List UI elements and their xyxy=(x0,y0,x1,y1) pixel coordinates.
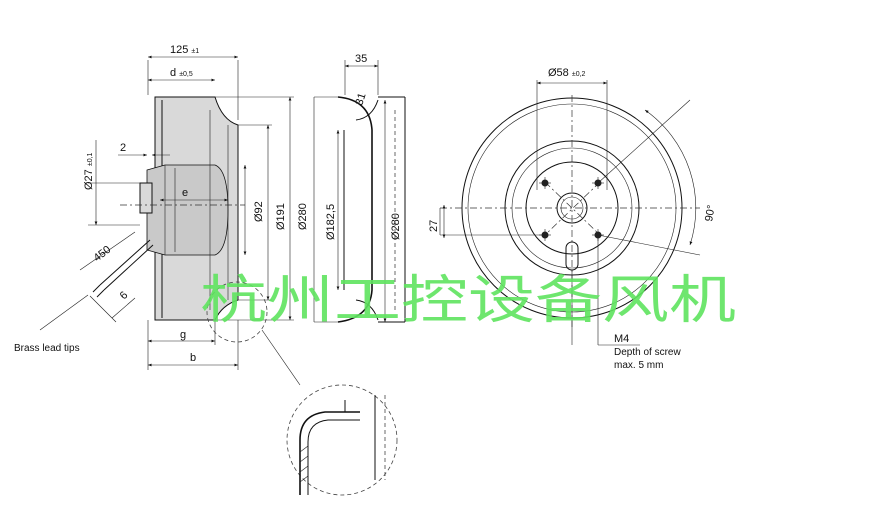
section-view-labels: 35 31 Ø182,5 Ø280 xyxy=(325,53,402,240)
brass-lead-tips-note: Brass lead tips xyxy=(14,343,80,354)
screw-depth-note-1: Depth of screw xyxy=(614,347,681,358)
front-view xyxy=(439,80,701,346)
dim-58: Ø58 xyxy=(548,67,569,79)
front-view-labels: Ø58 ±0,2 27 90° M4 Depth of screw max. 5… xyxy=(428,67,718,371)
dim-27-front: 27 xyxy=(428,220,440,232)
dim-g: g xyxy=(180,329,186,341)
dim-27-tol: ±0,1 xyxy=(87,152,94,166)
dim-d-tol: ±0,5 xyxy=(179,71,193,78)
dim-6: 6 xyxy=(118,289,131,302)
dim-58-tol: ±0,2 xyxy=(572,71,586,78)
dim-d: d xyxy=(170,67,176,79)
screw-depth-note-2: max. 5 mm xyxy=(614,360,663,371)
dim-e: e xyxy=(182,187,188,199)
dim-280-side: Ø280 xyxy=(297,203,309,230)
dim-90-deg: 90° xyxy=(703,204,718,222)
dim-m4: M4 xyxy=(614,333,629,345)
section-view xyxy=(313,60,406,323)
side-view xyxy=(39,55,301,386)
dim-2: 2 xyxy=(120,142,126,154)
svg-text:Ø58 ±0,2: Ø58 ±0,2 xyxy=(548,67,586,79)
screw-hole-1 xyxy=(539,177,551,189)
svg-text:125 ±1: 125 ±1 xyxy=(170,44,199,56)
dim-191: Ø191 xyxy=(275,203,287,230)
dim-280-section: Ø280 xyxy=(390,213,402,240)
dim-450: 450 xyxy=(91,244,113,265)
svg-text:d ±0,5: d ±0,5 xyxy=(170,67,193,79)
dim-92: Ø92 xyxy=(253,201,265,222)
dim-27: Ø27 xyxy=(83,169,95,190)
dim-35: 35 xyxy=(355,53,367,65)
dim-b: b xyxy=(190,352,196,364)
dim-125: 125 xyxy=(170,44,188,56)
svg-text:Ø27 ±0,1: Ø27 ±0,1 xyxy=(83,152,95,190)
detail-view xyxy=(286,384,398,496)
dim-182-5: Ø182,5 xyxy=(325,204,337,240)
watermark-text: 杭州工控设备风机 xyxy=(200,271,736,331)
dim-31: 31 xyxy=(353,92,368,107)
dim-125-tol: ±1 xyxy=(191,48,199,55)
